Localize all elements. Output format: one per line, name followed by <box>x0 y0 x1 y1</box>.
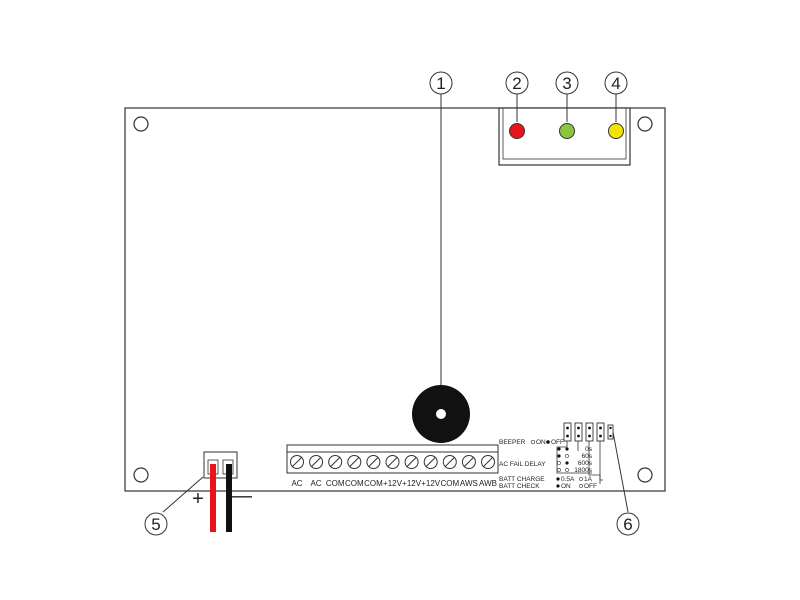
batt-check-label: BATT CHECK <box>499 483 540 490</box>
callout-3-number: 3 <box>562 74 571 93</box>
terminal-screw <box>461 455 476 469</box>
led-yellow <box>608 123 624 139</box>
callout-3: 3 <box>555 71 579 95</box>
led-red <box>509 123 525 139</box>
beeper-on: ON <box>536 439 546 446</box>
callout-5: 5 <box>144 512 168 536</box>
terminal-screw <box>385 455 400 469</box>
callout-1-number: 1 <box>436 74 445 93</box>
terminal-screw <box>328 455 343 469</box>
battery-wire-red <box>210 464 216 532</box>
callout-5-number: 5 <box>151 515 160 534</box>
battery-wire-black <box>226 464 232 532</box>
leader-line-6 <box>612 431 629 513</box>
terminal-label: COM <box>440 479 459 488</box>
mounting-hole-top-left <box>133 116 149 132</box>
beeper-label: BEEPER <box>499 439 526 446</box>
batt-charge-label: BATT CHARGE <box>499 476 545 483</box>
ac-fail-delay-0s: 0s <box>585 446 593 453</box>
terminal-label: AC <box>311 479 322 488</box>
batt-check-off: OFF <box>584 483 597 490</box>
minus-sign: — <box>232 485 252 507</box>
terminal-screw <box>347 455 362 469</box>
callout-6-number: 6 <box>623 515 632 534</box>
terminal-label: +12V <box>402 479 422 488</box>
terminal-label: AC <box>291 479 302 488</box>
mounting-hole-top-right <box>637 116 653 132</box>
terminal-screw <box>309 455 324 469</box>
mounting-hole-bottom-left <box>133 467 149 483</box>
terminal-screw <box>290 455 304 469</box>
callout-4-number: 4 <box>611 74 620 93</box>
led-green <box>559 123 575 139</box>
terminal-label: COM <box>364 479 383 488</box>
ac-fail-delay-1800s: 1800s <box>574 467 592 474</box>
callout-2: 2 <box>505 71 529 95</box>
terminal-screw <box>481 455 495 469</box>
terminal-screw <box>404 455 419 469</box>
batt-charge-low: 0.5A <box>561 476 575 483</box>
terminal-screw <box>442 455 457 469</box>
callout-4: 4 <box>604 71 628 95</box>
callout-1: 1 <box>429 71 453 95</box>
jumper-legend: BEEPER ON OFF AC FAIL DELAY 0s 60s 600s … <box>499 439 597 490</box>
batt-charge-high: 1A <box>584 476 593 483</box>
callout-6: 6 <box>616 512 640 536</box>
terminal-label: +12V <box>421 479 441 488</box>
buzzer-hole <box>436 409 446 419</box>
leader-line-5 <box>162 476 204 513</box>
terminal-label: COM <box>326 479 345 488</box>
terminal-label: AWB <box>479 479 497 488</box>
callout-2-number: 2 <box>512 74 521 93</box>
ac-fail-delay-600s: 600s <box>578 460 593 467</box>
terminal-label: AWS <box>460 479 478 488</box>
jumper-header <box>556 422 614 484</box>
ac-fail-delay-label: AC FAIL DELAY <box>499 461 546 468</box>
battery-connector <box>203 451 238 479</box>
terminal-label: COM <box>345 479 364 488</box>
terminal-screw <box>423 455 438 469</box>
batt-check-on: ON <box>561 483 571 490</box>
plus-sign: + <box>192 488 204 510</box>
led-window-inner <box>502 107 627 160</box>
beeper-off: OFF <box>551 439 564 446</box>
ac-fail-delay-60s: 60s <box>582 453 593 460</box>
terminal-label: +12V <box>383 479 403 488</box>
mounting-hole-bottom-right <box>637 467 653 483</box>
terminal-screw <box>366 455 381 469</box>
